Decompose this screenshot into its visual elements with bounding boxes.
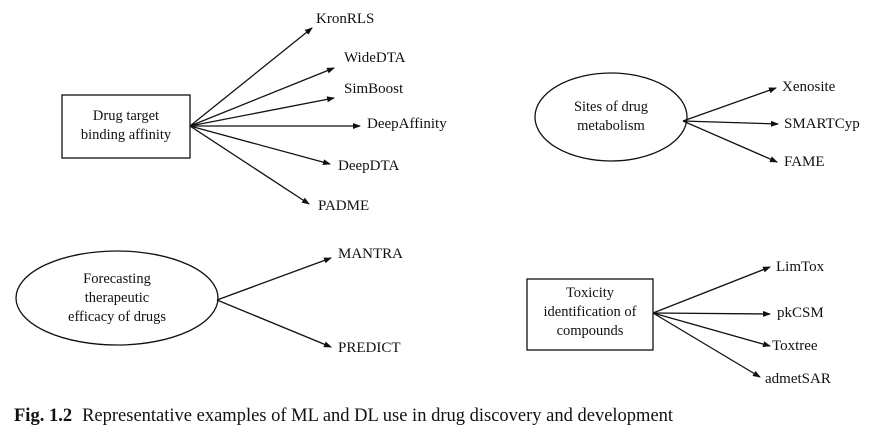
arrow-to-admetsar: [652, 312, 761, 378]
efficacy-arrows: [216, 257, 332, 348]
arrow-to-deepdta: [189, 125, 331, 166]
metabolism-node-ellipse: [534, 72, 688, 162]
tool-admetsar: admetSAR: [765, 371, 831, 387]
toxicity-node-label: Toxicity identification of compounds: [527, 284, 653, 341]
toxicity-node-line-1: Toxicity: [565, 285, 615, 301]
binding-node-box: [61, 94, 191, 159]
toxicity-node-line-2: identification of: [543, 304, 637, 320]
arrow-to-fame: [682, 120, 778, 163]
efficacy-node-label: Forecasting therapeutic efficacy of drug…: [36, 270, 198, 327]
arrow-to-toxtree: [652, 312, 771, 347]
metabolism-node-label: Sites of drug metabolism: [551, 98, 671, 136]
arrow-to-pkcsm: [652, 310, 771, 317]
arrow-to-kronrls: [189, 27, 313, 127]
arrow-to-mantra: [216, 257, 332, 301]
arrow-to-xenosite: [682, 87, 777, 122]
tool-simboost: SimBoost: [344, 81, 404, 97]
tool-limtox: LimTox: [776, 259, 825, 275]
metabolism-arrows: [682, 87, 779, 163]
tool-mantra: MANTRA: [338, 246, 404, 262]
toxicity-arrows: [652, 266, 771, 378]
tool-padme: PADME: [318, 198, 370, 214]
binding-node-line-2: binding affinity: [80, 127, 172, 143]
tool-pkcsm: pkCSM: [777, 305, 824, 321]
figure-caption-text: Representative examples of ML and DL use…: [82, 406, 674, 426]
tool-smartcyp: SMARTCyp: [784, 116, 860, 132]
metabolism-node-line-1: Sites of drug: [573, 99, 649, 115]
binding-node-line-1: Drug target: [92, 108, 160, 124]
arrow-to-predict: [216, 299, 332, 348]
arrow-to-simboost: [189, 96, 335, 127]
toxicity-node-line-3: compounds: [556, 323, 624, 339]
figure-caption: Fig. 1.2 Representative examples of ML an…: [14, 406, 673, 427]
toxicity-node-box: [526, 278, 654, 351]
binding-arrows: [189, 27, 361, 205]
tool-deepdta: DeepDTA: [338, 158, 400, 174]
arrow-to-widedta: [189, 67, 335, 127]
tool-predict: PREDICT: [338, 340, 401, 356]
tool-deepaffinity: DeepAffinity: [367, 116, 447, 132]
tool-widedta: WideDTA: [344, 50, 406, 66]
figure-caption-label: Fig. 1.2: [14, 406, 73, 426]
efficacy-node-line-3: efficacy of drugs: [68, 309, 166, 325]
efficacy-node-line-2: therapeutic: [84, 290, 150, 306]
metabolism-node-line-2: metabolism: [577, 118, 645, 134]
arrow-to-padme: [189, 125, 310, 205]
tool-kronrls: KronRLS: [316, 11, 375, 27]
binding-node-label: Drug target binding affinity: [62, 107, 190, 145]
efficacy-node-line-1: Forecasting: [83, 271, 151, 287]
arrow-to-smartcyp: [682, 120, 779, 127]
arrow-to-limtox: [652, 266, 771, 314]
tool-toxtree: Toxtree: [772, 338, 818, 354]
efficacy-node-ellipse: [15, 250, 219, 346]
tool-fame: FAME: [784, 154, 825, 170]
tool-xenosite: Xenosite: [782, 79, 836, 95]
